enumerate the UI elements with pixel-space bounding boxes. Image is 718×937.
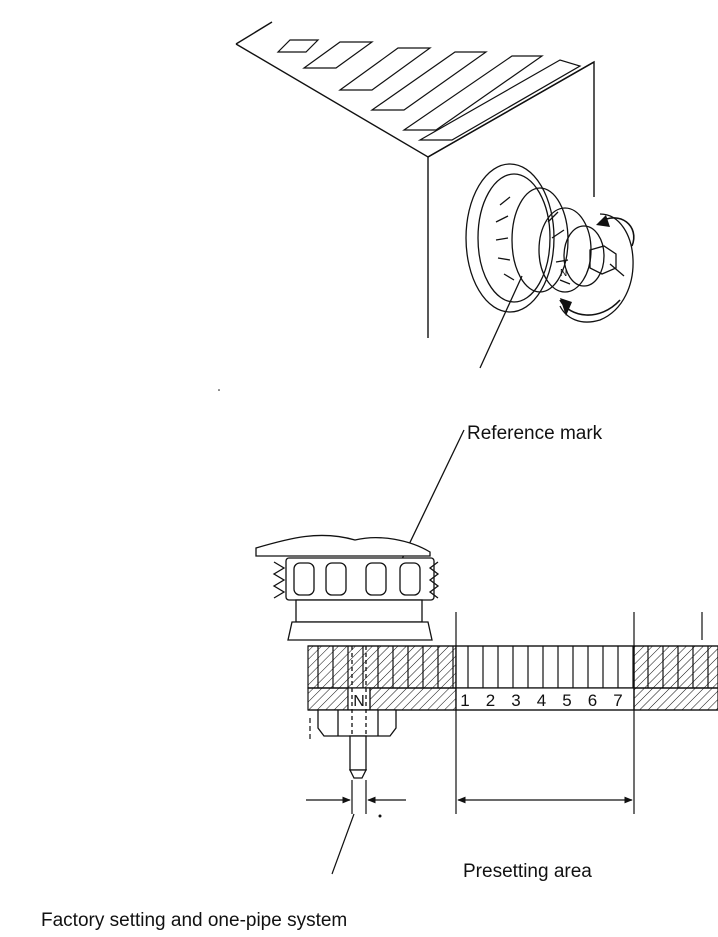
valve-illustration: N <box>465 163 635 323</box>
valve-pin <box>317 646 397 779</box>
scale-upper-ticks <box>317 646 709 688</box>
reference-pointer-top <box>479 275 523 369</box>
valve-cap <box>255 534 440 641</box>
scale-number: 1 <box>460 691 469 710</box>
scale-number: 2 <box>486 691 495 710</box>
scale-number: 6 <box>588 691 597 710</box>
figure-caption: Factory setting and one-pipe system <box>41 910 348 931</box>
presetting-area-label: Presetting area <box>463 861 592 882</box>
radiator-fins <box>276 39 582 141</box>
scale-number: 4 <box>537 691 546 710</box>
scale-n-mark: N <box>353 693 365 710</box>
svg-text:N: N <box>560 268 567 279</box>
stray-dot <box>218 389 220 391</box>
radiator-illustration <box>235 21 595 338</box>
scale-number: 5 <box>562 691 571 710</box>
scale-lower-row <box>307 687 718 711</box>
scale-number: 7 <box>613 691 622 710</box>
reference-mark-label: Reference mark <box>467 423 603 444</box>
dimension-lines <box>306 612 703 875</box>
scale-number: 3 <box>511 691 520 710</box>
